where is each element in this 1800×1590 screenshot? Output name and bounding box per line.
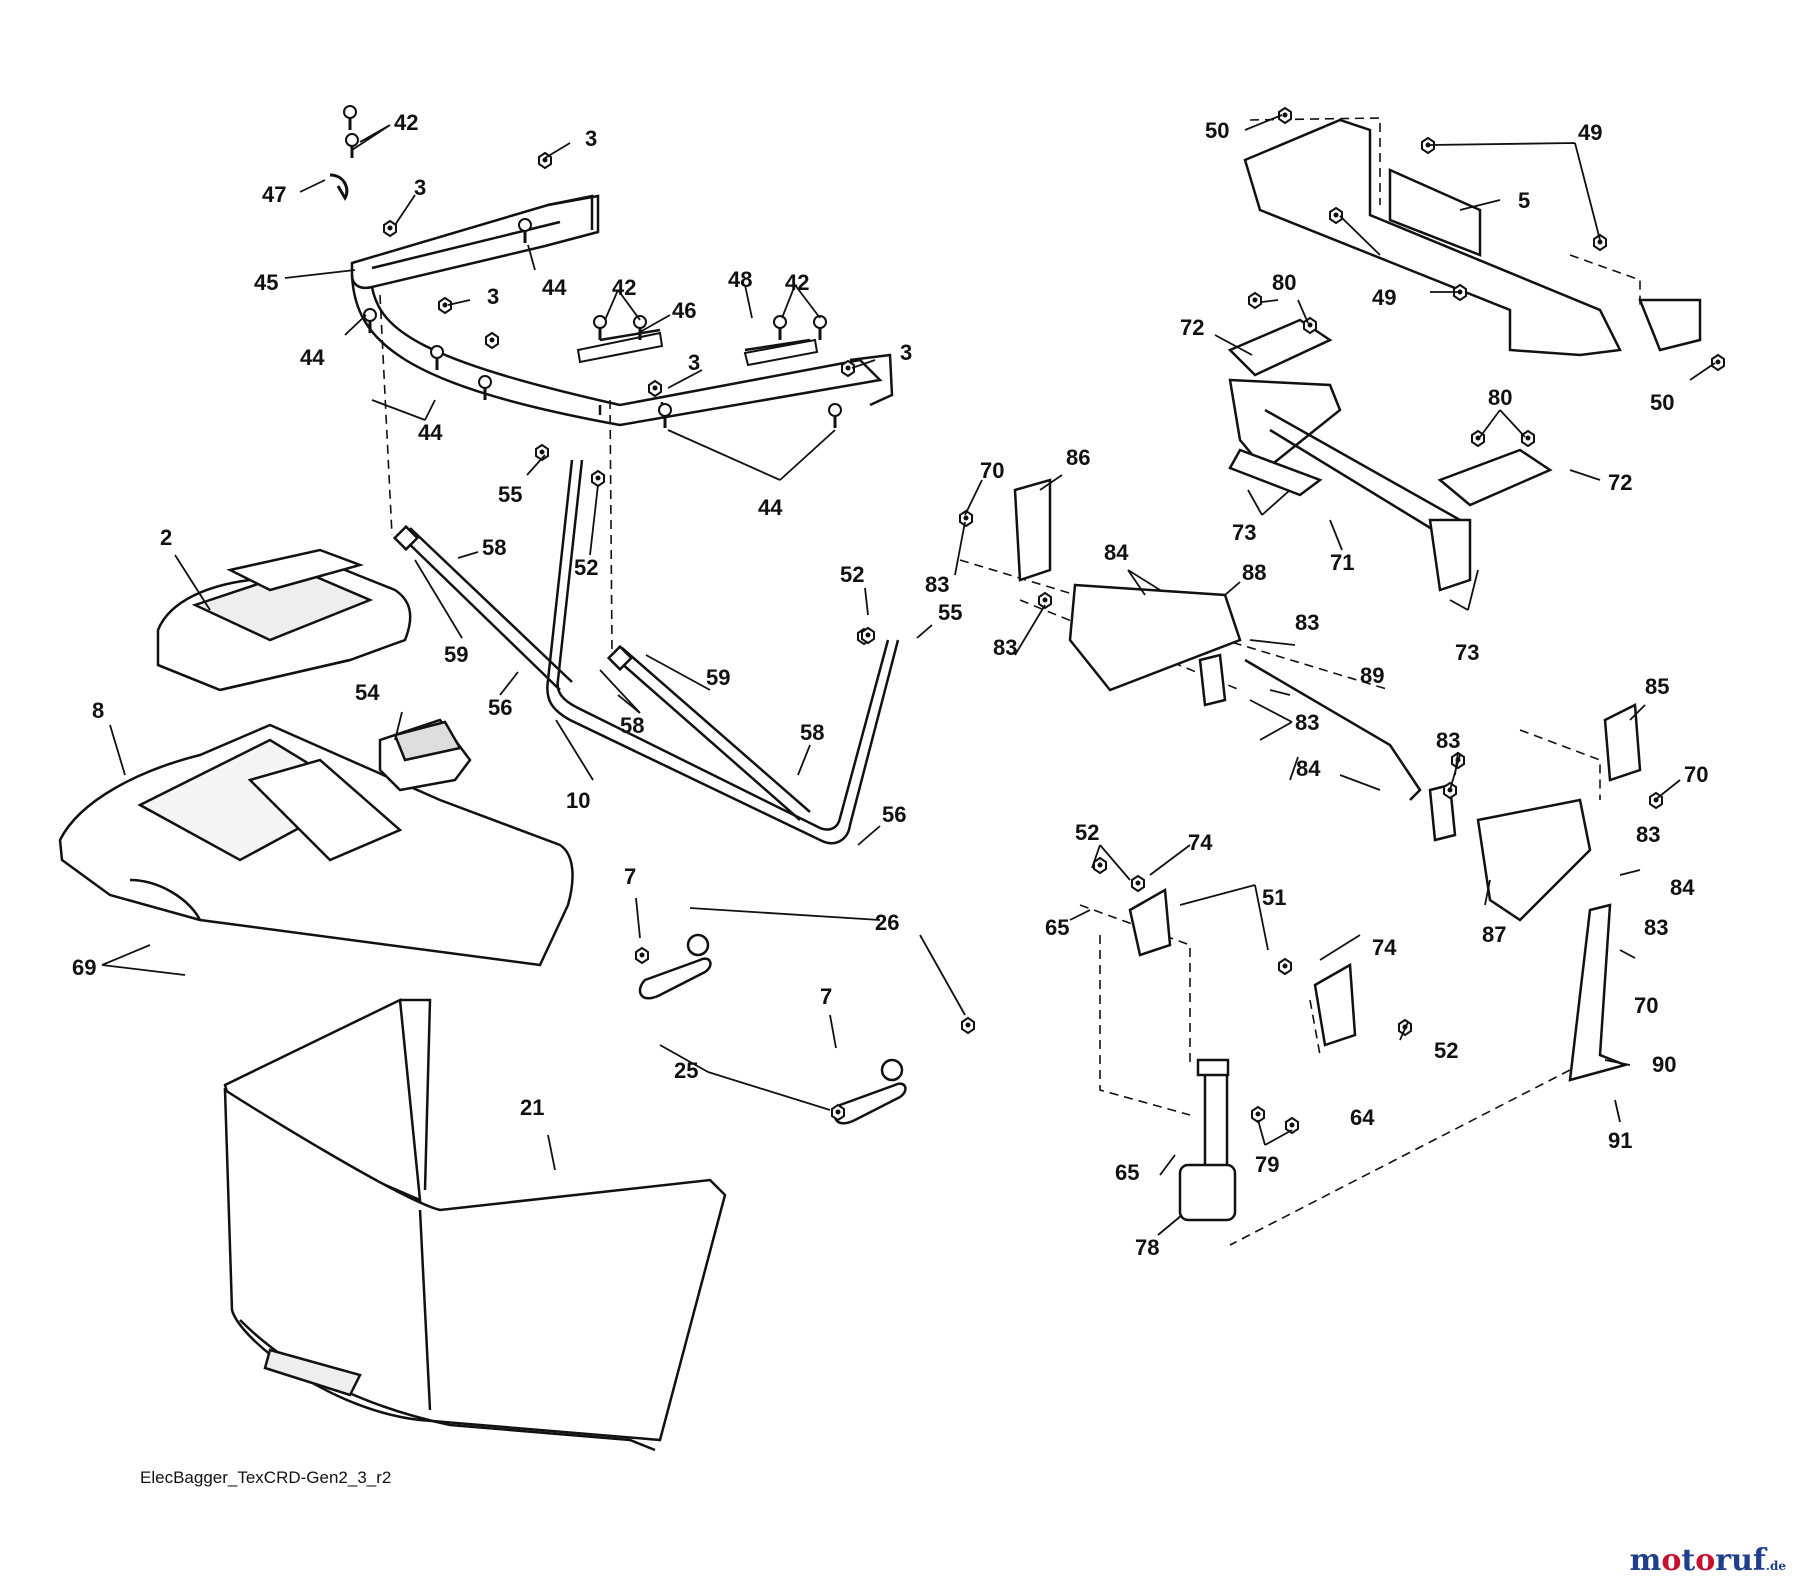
drawing-code: ElecBagger_TexCRD-Gen2_3_r2: [140, 1468, 392, 1487]
label-58: 58: [620, 713, 644, 738]
label-70: 70: [980, 458, 1004, 483]
label-44: 44: [418, 420, 443, 445]
label-84: 84: [1296, 756, 1321, 781]
label-84: 84: [1670, 875, 1695, 900]
label-7: 7: [820, 984, 832, 1009]
label-58: 58: [482, 535, 506, 560]
label-91: 91: [1608, 1128, 1632, 1153]
label-55: 55: [498, 482, 522, 507]
label-85: 85: [1645, 674, 1669, 699]
grass-bag: [223, 998, 727, 1452]
label-3: 3: [487, 284, 499, 309]
label-74: 74: [1188, 830, 1213, 855]
label-64: 64: [1350, 1105, 1375, 1130]
label-74: 74: [1372, 935, 1397, 960]
label-52: 52: [574, 555, 598, 580]
label-45: 45: [254, 270, 278, 295]
label-83: 83: [925, 572, 949, 597]
label-73: 73: [1455, 640, 1479, 665]
label-71: 71: [1330, 550, 1354, 575]
label-83: 83: [993, 635, 1017, 660]
watermark-suffix: .de: [1765, 1559, 1786, 1573]
arm-rods: [392, 459, 900, 845]
label-72: 72: [1608, 470, 1632, 495]
label-8: 8: [92, 698, 104, 723]
fasteners: [342, 104, 1725, 1134]
label-89: 89: [1360, 663, 1384, 688]
bag-cover-lid: [156, 548, 412, 692]
label-55: 55: [938, 600, 962, 625]
label-42: 42: [785, 270, 809, 295]
label-44: 44: [542, 275, 567, 300]
latch: [378, 718, 472, 792]
label-50: 50: [1205, 118, 1229, 143]
label-49: 49: [1578, 120, 1602, 145]
label-56: 56: [882, 802, 906, 827]
label-10: 10: [566, 788, 590, 813]
label-83: 83: [1644, 915, 1668, 940]
label-72: 72: [1180, 315, 1204, 340]
label-54: 54: [355, 680, 380, 705]
label-59: 59: [706, 665, 730, 690]
label-56: 56: [488, 695, 512, 720]
label-70: 70: [1634, 993, 1658, 1018]
label-50: 50: [1650, 390, 1674, 415]
label-48: 48: [728, 267, 752, 292]
label-90: 90: [1652, 1052, 1676, 1077]
upper-bracket-71: [1227, 318, 1553, 592]
label-3: 3: [585, 126, 597, 151]
label-3: 3: [900, 340, 912, 365]
watermark-main: motoruf: [1629, 1543, 1766, 1578]
label-83: 83: [1636, 822, 1660, 847]
label-21: 21: [520, 1095, 544, 1120]
actuator: [1178, 1058, 1237, 1222]
label-47: 47: [262, 182, 286, 207]
bagger-frame: [329, 173, 894, 427]
label-87: 87: [1482, 922, 1506, 947]
label-5: 5: [1518, 188, 1530, 213]
label-44: 44: [758, 495, 783, 520]
label-42: 42: [612, 275, 636, 300]
callout-labels: 42 47 3 3 45 44 44 3 44 42 46 48 42 3 3 …: [72, 110, 1708, 1260]
leader-lines: [101, 114, 1716, 1236]
label-46: 46: [672, 298, 696, 323]
label-51: 51: [1262, 885, 1286, 910]
label-58: 58: [800, 720, 824, 745]
label-69: 69: [72, 955, 96, 980]
label-3: 3: [414, 175, 426, 200]
label-7: 7: [624, 864, 636, 889]
label-86: 86: [1066, 445, 1090, 470]
label-2: 2: [160, 525, 172, 550]
hitch-pins: [638, 933, 907, 1125]
label-80: 80: [1488, 385, 1512, 410]
label-59: 59: [444, 642, 468, 667]
label-65: 65: [1045, 915, 1069, 940]
upper-bracket-5: [1243, 118, 1702, 357]
label-83: 83: [1295, 710, 1319, 735]
label-42: 42: [394, 110, 418, 135]
label-44: 44: [300, 345, 325, 370]
label-79: 79: [1255, 1152, 1279, 1177]
label-52: 52: [1075, 820, 1099, 845]
bag-cover-top: [58, 723, 574, 967]
label-78: 78: [1135, 1235, 1159, 1260]
lower-brackets: [1013, 478, 1642, 1082]
label-3: 3: [688, 350, 700, 375]
label-73: 73: [1232, 520, 1256, 545]
watermark-logo: motoruf.de: [1630, 1543, 1786, 1578]
label-65: 65: [1115, 1160, 1139, 1185]
label-26: 26: [875, 910, 899, 935]
label-80: 80: [1272, 270, 1296, 295]
label-52: 52: [840, 562, 864, 587]
label-88: 88: [1242, 560, 1266, 585]
label-84: 84: [1104, 540, 1129, 565]
label-83: 83: [1295, 610, 1319, 635]
label-70: 70: [1684, 762, 1708, 787]
label-83: 83: [1436, 728, 1460, 753]
label-52: 52: [1434, 1038, 1458, 1063]
label-49: 49: [1372, 285, 1396, 310]
label-25: 25: [674, 1058, 698, 1083]
